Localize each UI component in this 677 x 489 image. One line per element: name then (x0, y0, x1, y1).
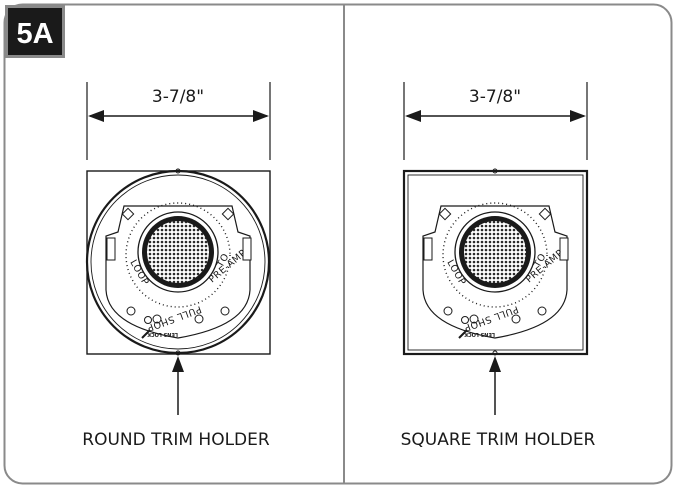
panel-square: 3-7/8" PRE-AMP TO (401, 82, 596, 450)
lock-screw-icon (461, 316, 469, 324)
arrow-right-icon (570, 110, 586, 122)
dimension-label-round: 3-7/8" (152, 87, 204, 107)
figure-frame (3, 3, 673, 485)
lens-lock-label-square: LENS LOCK (463, 331, 495, 337)
arrow-up-icon (172, 356, 184, 372)
arrow-up-icon (489, 356, 501, 372)
step-badge-label: 5A (16, 18, 53, 50)
screwdriver-icon (458, 329, 468, 339)
arrow-left-icon (405, 110, 421, 122)
dimension-label-square: 3-7/8" (469, 87, 521, 107)
caption-round: ROUND TRIM HOLDER (82, 430, 270, 450)
arrow-right-icon (253, 110, 269, 122)
fixture-round: PRE-AMP TO LOOP PULL SHOP LENS LOCK (85, 168, 271, 356)
arrow-left-icon (88, 110, 104, 122)
lens-lock-label-round: LENS LOCK (146, 331, 178, 337)
panel-round: 3-7/8" PRE-AMP (82, 82, 271, 450)
caption-square: SQUARE TRIM HOLDER (401, 430, 596, 450)
fixture-square: PRE-AMP TO LOOP PULL SHOP LENS LOCK (402, 168, 589, 356)
pointer-arrow-round (172, 356, 184, 415)
dimension-round: 3-7/8" (86, 82, 271, 160)
pointer-arrow-square (489, 356, 501, 415)
screwdriver-icon (141, 329, 151, 339)
dimension-square: 3-7/8" (403, 82, 588, 160)
step-badge: 5A (5, 5, 65, 58)
lock-screw-icon (144, 316, 152, 324)
